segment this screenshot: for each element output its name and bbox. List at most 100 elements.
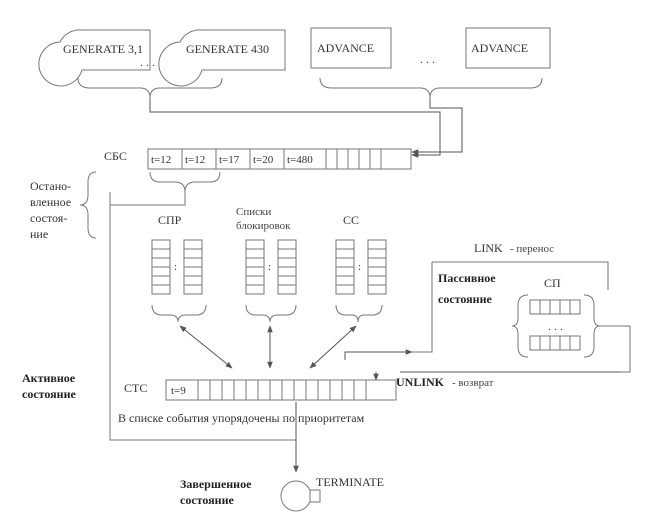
brace-spr (151, 304, 207, 323)
sbs-cell-text: t=480 (287, 154, 313, 166)
stc-empty-cell (293, 379, 307, 401)
sbs-empty-cell (325, 148, 338, 170)
list-cell (277, 284, 297, 295)
arrow-advance-to-sbs (411, 98, 463, 155)
brace-sp-right (583, 294, 601, 358)
list-colon: : (268, 261, 271, 273)
list-cell (277, 257, 297, 268)
arrow-link (344, 349, 413, 360)
sp-cell (569, 335, 581, 351)
list-cell (367, 284, 387, 295)
sp-cell (539, 299, 551, 315)
generate-block-2-label: GENERATE 430 (186, 42, 269, 56)
stc-cell-text: t=9 (171, 385, 186, 397)
sbs-to-loop (110, 192, 186, 206)
list-cell (183, 257, 203, 268)
stc-tail-cell (365, 379, 397, 401)
sp-cell (549, 335, 561, 351)
link-note: - перенос (510, 243, 554, 255)
stc-empty-cell (353, 379, 367, 401)
sbs-cell-text: t=12 (151, 154, 171, 166)
generate-block-2: GENERATE 430 (158, 29, 286, 87)
unlink-line-right (600, 325, 631, 373)
advance-block-1 (310, 27, 392, 69)
stc-empty-cell (245, 379, 259, 401)
brace-advance (319, 77, 543, 99)
list-cell (151, 257, 171, 268)
active-state-line1: Активное (22, 371, 76, 385)
list-cell (183, 266, 203, 277)
list-cell (335, 257, 355, 268)
sbs-label: СБС (104, 149, 127, 163)
sbs-tail-cell (380, 148, 412, 170)
list-cell (245, 284, 265, 295)
stc-empty-cell (317, 379, 331, 401)
stc-empty-cell (197, 379, 211, 401)
block-lists-label-1: Списки (236, 206, 271, 218)
list-cell (245, 248, 265, 259)
stc-empty-cell (329, 379, 343, 401)
advance-block-2 (465, 27, 551, 69)
unlink-label: UNLINK (396, 375, 445, 389)
list-cell (335, 284, 355, 295)
passive-state-line2: состояние (438, 292, 492, 306)
stopped-state-line4: ние (30, 227, 48, 241)
list-cell (183, 275, 203, 286)
sbs-cell-text: t=12 (185, 154, 205, 166)
stc-empty-cell (209, 379, 223, 401)
terminate-tab (309, 489, 321, 503)
list-cell (151, 266, 171, 277)
link-label: LINK (474, 241, 503, 255)
list-colon: : (358, 261, 361, 273)
list-cell (277, 266, 297, 277)
list-cell (367, 248, 387, 259)
generate-block-1: GENERATE 3,1 (38, 29, 151, 87)
terminate-circle (280, 480, 312, 512)
stc-empty-cell (221, 379, 235, 401)
sp-cell (559, 335, 571, 351)
sp-cell (539, 335, 551, 351)
stc-empty-cell (305, 379, 319, 401)
brace-sp-left (511, 294, 529, 358)
brace-ss (335, 304, 383, 323)
sbs-empty-cell (358, 148, 371, 170)
sp-cell (559, 299, 571, 315)
arrow-spr-stc (179, 325, 233, 369)
unlink-note: - возврат (452, 377, 494, 389)
passive-state-line1: Пассивное (438, 271, 496, 285)
link-line-left (404, 262, 433, 353)
block-lists-label-2: блокировок (236, 220, 291, 232)
sp-label: СП (544, 276, 561, 290)
list-cell (151, 275, 171, 286)
list-cell (367, 266, 387, 277)
list-cell (277, 248, 297, 259)
generate-dots: . . . (140, 55, 155, 69)
ss-label: СС (343, 213, 359, 227)
stc-empty-cell (269, 379, 283, 401)
stc-empty-cell (341, 379, 355, 401)
active-state-line2: состояние (22, 387, 76, 401)
sbs-empty-cell (369, 148, 382, 170)
sp-cell (529, 335, 541, 351)
list-colon: : (174, 261, 177, 273)
list-cell (151, 239, 171, 250)
list-cell (183, 248, 203, 259)
sp-list (529, 299, 581, 351)
brace-stopped (79, 171, 97, 239)
advance-block-1-label: ADVANCE (317, 41, 374, 55)
stopped-state-line3: состоя- (30, 211, 67, 225)
brace-block (245, 304, 297, 323)
list-cell (335, 239, 355, 250)
stc-empty-cell (233, 379, 247, 401)
stc-list: t=9 (165, 379, 397, 401)
list-cell (367, 257, 387, 268)
advance-dots: . . . (420, 52, 435, 66)
generate-block-1-label: GENERATE 3,1 (63, 42, 143, 56)
stc-label: СТС (124, 381, 147, 395)
brace-sbs (149, 171, 221, 193)
brace-generate (77, 77, 223, 99)
sp-dots: . . . (548, 319, 563, 333)
